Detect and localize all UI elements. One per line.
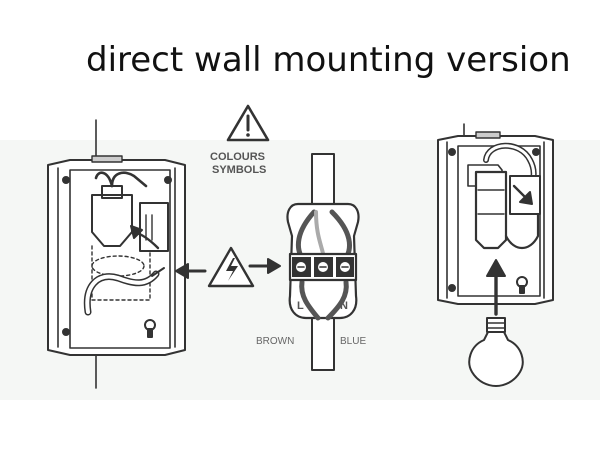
electrical-hazard-icon xyxy=(207,246,255,288)
arrow-right-icon xyxy=(248,258,281,274)
live-label: L xyxy=(297,300,304,312)
diagram-title: direct wall mounting version xyxy=(86,40,571,80)
colours-label: COLOURS xyxy=(210,151,265,163)
brown-wire-label: BROWN xyxy=(256,336,294,347)
left-fixture xyxy=(47,119,186,389)
curved-arrow-icon xyxy=(130,225,143,239)
neutral-label: N xyxy=(340,300,348,312)
blue-wire-label: BLUE xyxy=(340,336,366,347)
arrow-up-icon xyxy=(486,259,506,316)
right-fixture xyxy=(437,123,554,305)
light-bulb-icon xyxy=(468,317,524,387)
arrow-left-icon xyxy=(175,263,207,279)
warning-icon xyxy=(226,104,270,142)
symbols-label: SYMBOLS xyxy=(212,164,266,176)
arrow-diagonal-icon xyxy=(519,191,533,205)
terminal-connector: L N xyxy=(286,153,360,371)
